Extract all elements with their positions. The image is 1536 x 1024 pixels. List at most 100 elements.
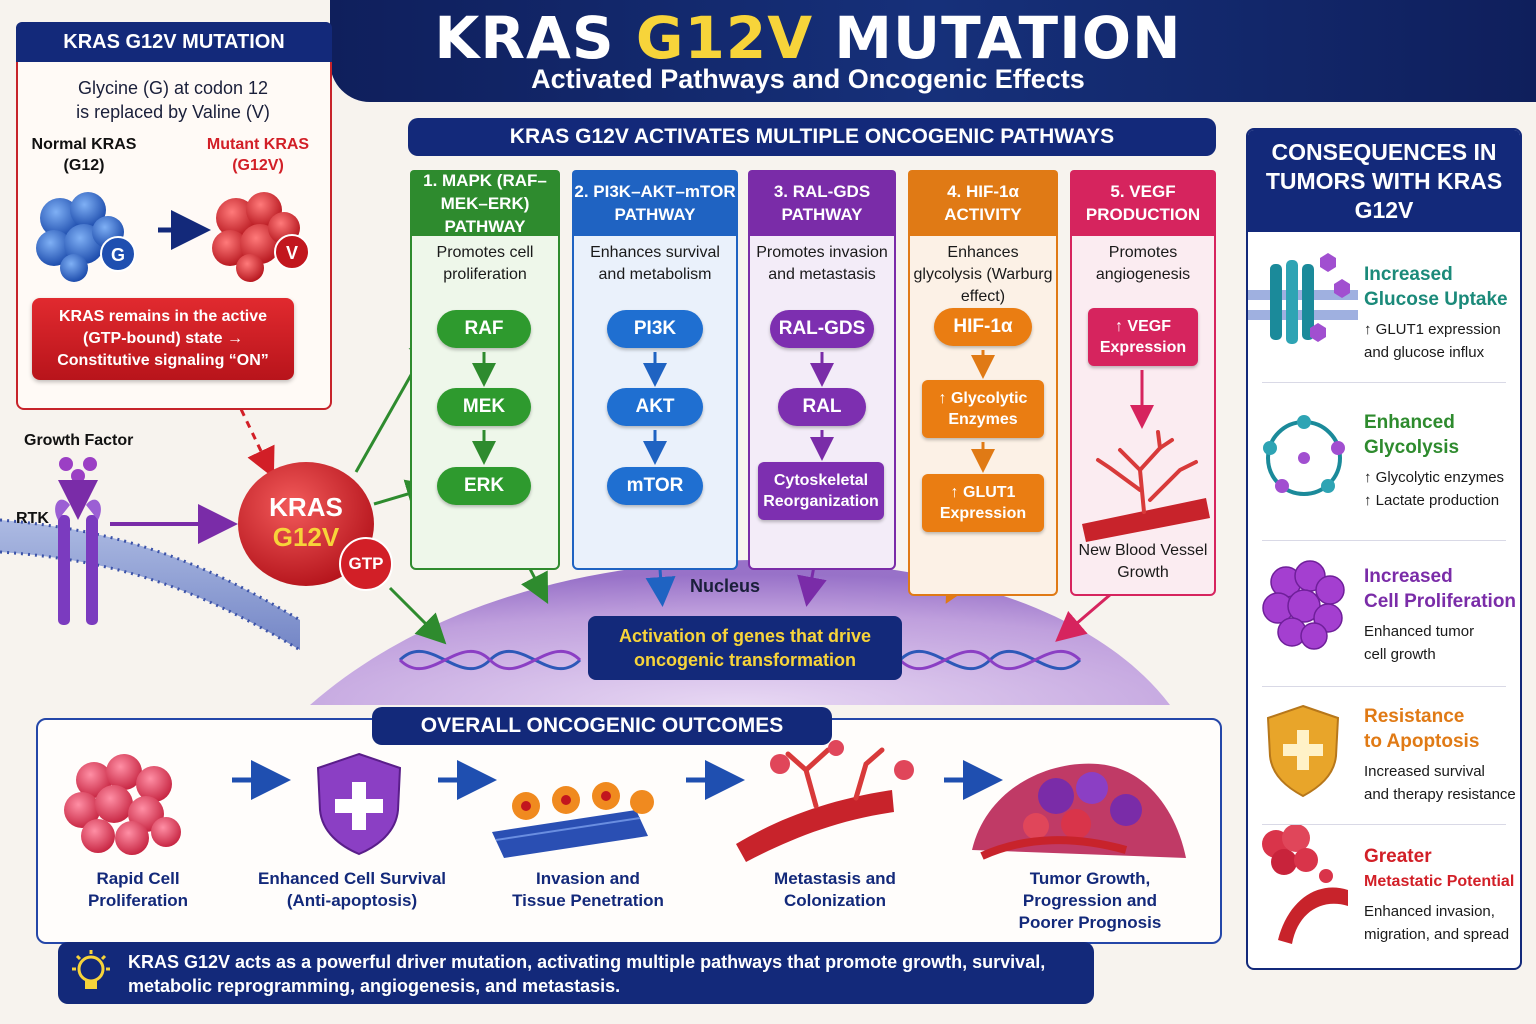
pathway-desc-hif: Enhances glycolysis (Warburg effect) <box>913 244 1053 305</box>
consequence-item-apoptosis: Resistance to Apoptosis Increased surviv… <box>1364 704 1520 806</box>
pathways-banner: KRAS G12V ACTIVATES MULTIPLE ONCOGENIC P… <box>408 118 1216 156</box>
cell-cluster-icon <box>1262 560 1345 650</box>
pathway-desc-mapk: Promotes cell proliferation <box>436 244 534 283</box>
consequence-title-glycolysis-line1: Enhanced <box>1364 412 1455 433</box>
consequence-item-metastatic: Greater Metastatic Potential Enhanced in… <box>1364 844 1520 946</box>
consequence-title-apoptosis-line2: to Apoptosis <box>1364 731 1480 752</box>
consequence-icons <box>1248 253 1358 944</box>
consequence-desc-glycolysis-line1: ↑ Glycolytic enzymes <box>1364 469 1505 486</box>
normal-kras-label-line2: (G12) <box>63 157 105 174</box>
consequence-title-metastatic-line1: Greater <box>1364 846 1432 867</box>
active-state-box: KRAS remains in the active (GTP-bound) s… <box>32 298 294 380</box>
pathway-title-ralgds: 3. RAL-GDS PATHWAY <box>748 170 896 236</box>
outcomes-banner: OVERALL ONCOGENIC OUTCOMES <box>372 707 832 745</box>
node-cytoskeletal: Cytoskeletal Reorganization <box>758 462 884 520</box>
outcome-tumor-growth: Tumor Growth, Progression and Poorer Pro… <box>1000 868 1180 934</box>
blood-vessel-icon <box>736 740 914 862</box>
normal-badge-text: G <box>111 245 125 265</box>
metastasis-icon <box>1262 824 1348 944</box>
kras-label-line2: G12V <box>272 522 340 552</box>
node-ral: RAL <box>778 388 866 426</box>
nucleus-label: Nucleus <box>690 576 761 596</box>
summary-box <box>58 942 1094 1004</box>
outcome-label-line1: Invasion and <box>536 869 640 888</box>
consequence-desc-glucose-line1: ↑ GLUT1 expression <box>1364 321 1501 338</box>
shield-plus-icon <box>316 752 402 856</box>
divider <box>1262 382 1506 383</box>
node-hif1a: HIF-1α <box>934 308 1032 346</box>
mutant-kras-label-line1: Mutant KRAS <box>206 136 310 153</box>
glycolysis-cycle-icon <box>1263 415 1345 496</box>
consequence-item-proliferation: Increased Cell Proliferation Enhanced tu… <box>1364 564 1520 666</box>
consequence-title-proliferation-line1: Increased <box>1364 566 1453 587</box>
consequence-desc-glycolysis-line2: ↑ Lactate production <box>1364 492 1500 509</box>
outcome-rapid-proliferation: Rapid Cell Proliferation <box>58 868 218 912</box>
outcome-label-line1: Rapid Cell <box>96 869 180 888</box>
pathway-title-hif: 4. HIF-1α ACTIVITY <box>908 170 1058 236</box>
node-mek: MEK <box>437 388 531 426</box>
mutation-description-line2: is replaced by Valine (V) <box>76 102 270 122</box>
cell-cluster-icon <box>64 754 181 855</box>
node-akt: AKT <box>607 388 703 426</box>
page-subtitle: Activated Pathways and Oncogenic Effects <box>531 64 1085 94</box>
page-title: KRAS G12V MUTATION <box>434 4 1182 72</box>
pathway-title-mapk: 1. MAPK (RAF–MEK–ERK) PATHWAY <box>410 170 560 236</box>
gtp-label: GTP <box>348 554 384 573</box>
node-glut1: ↑ GLUT1 Expression <box>922 474 1044 532</box>
node-erk: ERK <box>437 467 531 505</box>
divider <box>1262 824 1506 825</box>
consequence-title-glucose-line2: Glucose Uptake <box>1364 289 1508 310</box>
genes-activation-box: Activation of genes that drive oncogenic… <box>588 616 902 680</box>
summary-line2: metabolic reprogramming, angiogenesis, a… <box>128 976 621 996</box>
shield-plus-icon <box>1266 704 1340 798</box>
node-glycolytic-enzymes: ↑ Glycolytic Enzymes <box>922 380 1044 438</box>
divider <box>1262 686 1506 687</box>
node-mtor: mTOR <box>607 467 703 505</box>
mutant-kras-label-line2: (G12V) <box>232 157 284 174</box>
outcome-metastasis: Metastasis and Colonization <box>754 868 916 912</box>
tumor-mass-icon <box>972 763 1186 860</box>
protein-molecule-icon: G V <box>36 192 310 282</box>
summary-text: KRAS G12V acts as a powerful driver muta… <box>128 950 1088 998</box>
consequence-item-glycolysis: Enhanced Glycolysis ↑ Glycolytic enzymes… <box>1364 410 1520 512</box>
consequence-desc-apoptosis-line2: and therapy resistance <box>1364 786 1516 803</box>
consequence-item-glucose: Increased Glucose Uptake ↑ GLUT1 express… <box>1364 262 1520 364</box>
consequences-title: CONSEQUENCES IN TUMORS WITH KRAS G12V <box>1248 130 1520 232</box>
outcome-label-line2: Tissue Penetration <box>512 891 664 910</box>
mutant-kras-label: Mutant KRAS (G12V) <box>196 134 320 176</box>
kras-g12v-molecule <box>238 462 393 591</box>
consequence-title-glucose-line1: Increased <box>1364 264 1453 285</box>
pathway-desc-pi3k: Enhances survival and metabolism <box>590 244 720 283</box>
normal-kras-label-line1: Normal KRAS <box>31 136 137 153</box>
summary-line1: KRAS G12V acts as a powerful driver muta… <box>128 952 1046 972</box>
consequence-desc-glucose-line2: and glucose influx <box>1364 344 1485 361</box>
mutation-description-line1: Glycine (G) at codon 12 <box>77 78 269 98</box>
consequence-title-metastatic-line2: Metastatic Potential <box>1364 873 1515 890</box>
growth-factor-label: Growth Factor <box>24 432 134 449</box>
outcome-label-line2: Progression and <box>1022 891 1158 910</box>
growth-factor-icon <box>59 457 97 483</box>
normal-kras-label: Normal KRAS (G12) <box>22 134 146 176</box>
rtk-label: RTK <box>16 510 49 527</box>
node-raf: RAF <box>437 310 531 348</box>
node-pi3k: PI3K <box>607 310 703 348</box>
mutation-box-title: KRAS G12V MUTATION <box>16 22 332 62</box>
outcome-label-line1: Tumor Growth, <box>1029 869 1151 888</box>
consequence-desc-proliferation-line2: cell growth <box>1364 646 1436 663</box>
consequence-desc-apoptosis-line1: Increased survival <box>1364 763 1485 780</box>
outcome-label-line2: Proliferation <box>87 891 189 910</box>
kras-label-line1: KRAS <box>269 492 343 522</box>
invasion-icon <box>492 782 654 858</box>
glucose-transporter-icon <box>1248 253 1358 344</box>
consequence-title-apoptosis-line1: Resistance <box>1364 706 1465 727</box>
outcome-label-line1: Metastasis and <box>774 869 896 888</box>
dna-helix-icon <box>398 649 1082 671</box>
pathway-title-vegf: 5. VEGF PRODUCTION <box>1070 170 1216 236</box>
blood-vessel-icon <box>1082 430 1210 542</box>
mutant-badge-text: V <box>286 243 298 263</box>
kras-g12v-label: KRAS G12V <box>256 492 356 552</box>
outcome-icons <box>64 740 1186 862</box>
pathway-title-pi3k: 2. PI3K–AKT–mTOR PATHWAY <box>572 170 738 236</box>
consequence-desc-metastatic-line2: migration, and spread <box>1364 926 1510 943</box>
